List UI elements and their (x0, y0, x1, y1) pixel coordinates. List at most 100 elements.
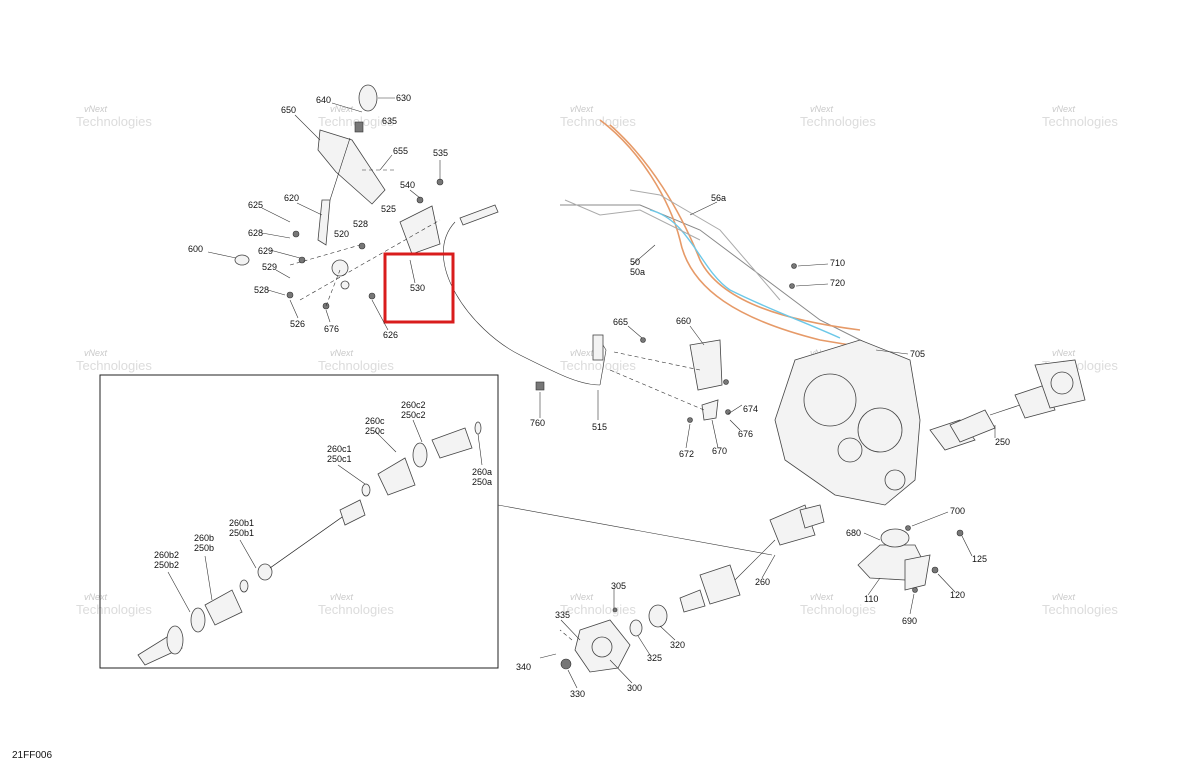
bearing-320 (648, 604, 668, 628)
svg-text:Technologies: Technologies (560, 114, 636, 129)
part-label: 515 (592, 422, 607, 432)
part-label: 260b2 (154, 550, 179, 560)
part-label: 305 (611, 581, 626, 591)
knob-bolt (354, 121, 364, 133)
svg-text:Technologies: Technologies (76, 358, 152, 373)
part-label: 120 (950, 590, 965, 600)
shift-knob (358, 84, 378, 112)
part-label: 250c1 (327, 454, 352, 464)
part-labels: 640 630 635 650 655 535 540 625 620 628 … (154, 93, 1010, 699)
part-label: 340 (516, 662, 531, 672)
svg-text:vNext: vNext (330, 104, 354, 114)
svg-text:vNext: vNext (330, 348, 354, 358)
inset-frame (99, 374, 499, 669)
part-label: 250c2 (401, 410, 426, 420)
part-label: 526 (290, 319, 305, 329)
part-label: 330 (570, 689, 585, 699)
inset-panel (99, 374, 773, 669)
shift-lever (317, 199, 331, 246)
part-label: 325 (647, 653, 662, 663)
svg-text:vNext: vNext (1052, 348, 1076, 358)
part-label: 530 (410, 283, 425, 293)
part-label: 540 (400, 180, 415, 190)
part-label: 260c1 (327, 444, 352, 454)
part-label: 760 (530, 418, 545, 428)
clip-600 (234, 254, 250, 266)
part-label: 710 (830, 258, 845, 268)
svg-text:Technologies: Technologies (318, 358, 394, 373)
part-label: 650 (281, 105, 296, 115)
part-label: 528 (353, 219, 368, 229)
part-label: 629 (258, 246, 273, 256)
part-label: 250b1 (229, 528, 254, 538)
cable-bracket (399, 205, 441, 255)
svg-text:Technologies: Technologies (560, 602, 636, 617)
svg-text:Technologies: Technologies (76, 602, 152, 617)
part-label: 250 (995, 437, 1010, 447)
svg-text:vNext: vNext (84, 348, 108, 358)
part-label: 125 (972, 554, 987, 564)
part-label: 665 (613, 317, 628, 327)
engine-mount (857, 525, 964, 593)
part-label: 680 (846, 528, 861, 538)
part-label: 250c (365, 426, 385, 436)
svg-text:vNext: vNext (810, 592, 834, 602)
part-label: 335 (555, 610, 570, 620)
part-label: 674 (743, 404, 758, 414)
svg-text:Technologies: Technologies (76, 114, 152, 129)
svg-text:Technologies: Technologies (318, 114, 394, 129)
part-label: 635 (382, 116, 397, 126)
part-label: 250a (472, 477, 492, 487)
part-label: 56a (711, 193, 726, 203)
part-label: 250b (194, 543, 214, 553)
part-label: 260a (472, 467, 492, 477)
svg-text:vNext: vNext (570, 104, 594, 114)
part-label: 50a (630, 267, 645, 277)
highlight-box-530 (383, 252, 455, 324)
part-label: 260b (194, 533, 214, 543)
svg-text:Technologies: Technologies (318, 602, 394, 617)
part-label: 50 (630, 257, 640, 267)
svg-text:vNext: vNext (330, 592, 354, 602)
svg-text:Technologies: Technologies (800, 602, 876, 617)
transmission (609, 263, 921, 506)
svg-text:vNext: vNext (1052, 104, 1076, 114)
svg-text:vNext: vNext (810, 104, 834, 114)
part-label: 529 (262, 262, 277, 272)
part-label: 260c2 (401, 400, 426, 410)
svg-text:vNext: vNext (570, 592, 594, 602)
part-label: 705 (910, 349, 925, 359)
part-label: 260b1 (229, 518, 254, 528)
drive-shaft-260 (679, 504, 825, 613)
part-label: 300 (627, 683, 642, 693)
pivot-bracket (331, 259, 349, 277)
part-label: 670 (712, 446, 727, 456)
part-label: 535 (433, 148, 448, 158)
part-label: 628 (248, 228, 263, 238)
part-label: 655 (393, 146, 408, 156)
part-label: 690 (902, 616, 917, 626)
svg-text:vNext: vNext (84, 592, 108, 602)
part-label: 528 (254, 285, 269, 295)
part-label: 640 (316, 95, 331, 105)
svg-text:Technologies: Technologies (800, 114, 876, 129)
part-label: 600 (188, 244, 203, 254)
wheel-hub (539, 604, 668, 673)
part-label: 676 (738, 429, 753, 439)
part-label: 525 (381, 204, 396, 214)
svg-text:vNext: vNext (570, 348, 594, 358)
drive-shaft-250 (929, 359, 1086, 451)
part-label: 260 (755, 577, 770, 587)
diagram-code: 21FF006 (12, 750, 53, 761)
part-label: 700 (950, 506, 965, 516)
part-label: 626 (383, 330, 398, 340)
part-label: 676 (324, 324, 339, 334)
